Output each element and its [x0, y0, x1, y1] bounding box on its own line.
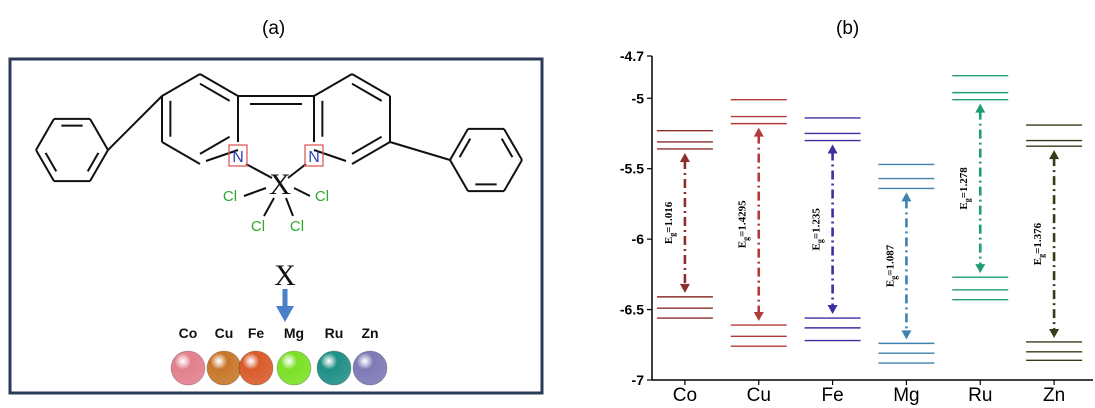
gap-label-zn: Eg=1.376: [1032, 222, 1046, 265]
metal-sphere-mg: [276, 350, 312, 386]
left-phenyl-double-bond: [86, 152, 100, 172]
right-phenyl-double-bond: [500, 138, 514, 158]
left-phenyl-double-bond: [44, 152, 58, 172]
left-pyridine-bond: [205, 149, 239, 162]
gap-arrow-head-up-icon: [975, 103, 986, 113]
n-metal-bond: [287, 163, 307, 179]
left-pyridine-double-bond: [199, 135, 231, 155]
chart-axes: -4.7 -5 -5.5 -6 -6.5 -7Co Cu Fe Mg Ru Zn: [620, 48, 1093, 406]
gap-arrow-head-down-icon: [679, 283, 690, 293]
y-tick-label: -5.5: [620, 161, 644, 177]
left-phenyl-bond: [35, 149, 55, 182]
gap-label-ru: Eg=1.278: [958, 167, 972, 210]
gap-arrow-head-down-icon: [975, 264, 986, 274]
metal-label-mg: Mg: [284, 325, 304, 341]
right-phenyl-bond: [503, 159, 523, 192]
chlorine-atom-4: Cl: [290, 218, 304, 235]
gap-arrow-head-up-icon: [827, 144, 838, 154]
metal-sphere-ru: [316, 350, 352, 386]
metal-sphere-zn: [352, 350, 388, 386]
left-phenyl-bond: [89, 149, 109, 182]
gap-arrow-head-up-icon: [1049, 150, 1060, 160]
metal-cl-bond: [243, 187, 267, 197]
right-pyridine-bond: [313, 73, 353, 97]
metal-label-fe: Fe: [248, 325, 265, 341]
n-metal-bond: [245, 163, 273, 179]
right-phenyl-double-bond: [458, 138, 472, 158]
gap-arrow-head-down-icon: [901, 330, 912, 340]
left-phenyl-bond: [35, 118, 55, 151]
left-pyridine-double-bond: [199, 82, 231, 102]
metal-spheres: [170, 350, 388, 386]
energy-levels: [656, 75, 1083, 364]
metal-sphere-co: [170, 350, 206, 386]
nitrogen-atom-left: N: [232, 149, 244, 166]
right-pyridine-bond: [351, 73, 391, 97]
gap-arrow-head-up-icon: [679, 152, 690, 162]
left-pyridine-bond: [161, 141, 201, 165]
y-tick-label: -6: [632, 231, 645, 247]
x-tick-label-cu: Cu: [747, 385, 771, 406]
metal-label-zn: Zn: [361, 325, 378, 341]
left-phenyl-bond: [89, 118, 109, 151]
phenyl-link-bond: [389, 141, 451, 161]
right-phenyl-bond: [449, 128, 469, 161]
metal-sphere-fe: [238, 350, 274, 386]
molecule-bonds: [35, 73, 523, 217]
metal-label-ru: Ru: [325, 325, 344, 341]
metal-label-cu: Cu: [215, 325, 234, 341]
x-tick-label-mg: Mg: [893, 385, 919, 406]
chlorine-atom-2: Cl: [315, 188, 329, 205]
metal-placeholder-label: X: [274, 259, 296, 292]
gap-arrow-head-up-icon: [753, 127, 764, 137]
y-tick-label: -5: [632, 90, 645, 106]
panel-a-frame: [8, 57, 544, 395]
y-tick-label: -6.5: [620, 302, 644, 318]
y-tick-label: -4.7: [620, 48, 644, 64]
metal-label-co: Co: [179, 325, 198, 341]
gap-arrow-head-down-icon: [1049, 328, 1060, 338]
metal-cl-bond: [263, 197, 275, 217]
n-highlight-box-left: [228, 144, 248, 167]
right-pyridine-double-bond: [351, 135, 383, 155]
left-pyridine-bond: [199, 73, 239, 97]
metal-labels: Co Cu Fe Mg Ru Zn: [179, 325, 379, 341]
x-tick-label-ru: Ru: [968, 385, 992, 406]
gap-label-fe: Eg=1.235: [811, 208, 825, 251]
phenyl-link-bond: [107, 95, 163, 151]
right-phenyl-bond: [503, 128, 523, 161]
x-tick-label-zn: Zn: [1043, 385, 1065, 406]
x-tick-label-co: Co: [673, 385, 697, 406]
chlorine-atom-1: Cl: [223, 188, 237, 205]
left-pyridine-bond: [161, 73, 201, 97]
right-pyridine-double-bond: [351, 82, 383, 102]
n-highlight-box-right: [304, 144, 324, 167]
right-pyridine-bond: [351, 141, 391, 165]
metal-cl-bond: [293, 187, 311, 197]
right-pyridine-bond: [313, 149, 347, 162]
x-tick-label-fe: Fe: [821, 385, 843, 406]
nitrogen-atom-right: N: [308, 149, 320, 166]
panel-b-label: (b): [836, 18, 860, 39]
gap-label-co: Eg=1.016: [663, 201, 677, 244]
gap-arrow-head-down-icon: [753, 312, 764, 322]
gap-arrow-head-down-icon: [827, 305, 838, 315]
y-tick-label: -7: [632, 372, 645, 388]
arrow-down-icon: [276, 306, 294, 322]
chlorine-atom-3: Cl: [251, 218, 265, 235]
gap-arrow-head-up-icon: [901, 192, 912, 202]
metal-center-x: X: [269, 168, 291, 201]
panel-a-label: (a): [262, 18, 286, 39]
gap-label-mg: Eg=1.087: [884, 244, 898, 287]
gap-label-cu: Eg=1.4295: [737, 200, 751, 248]
metal-cl-bond: [285, 197, 294, 217]
right-phenyl-bond: [449, 159, 469, 192]
molecule-diagram: N N X Cl Cl Cl Cl X Co Cu Fe Mg Ru Zn: [8, 57, 544, 395]
